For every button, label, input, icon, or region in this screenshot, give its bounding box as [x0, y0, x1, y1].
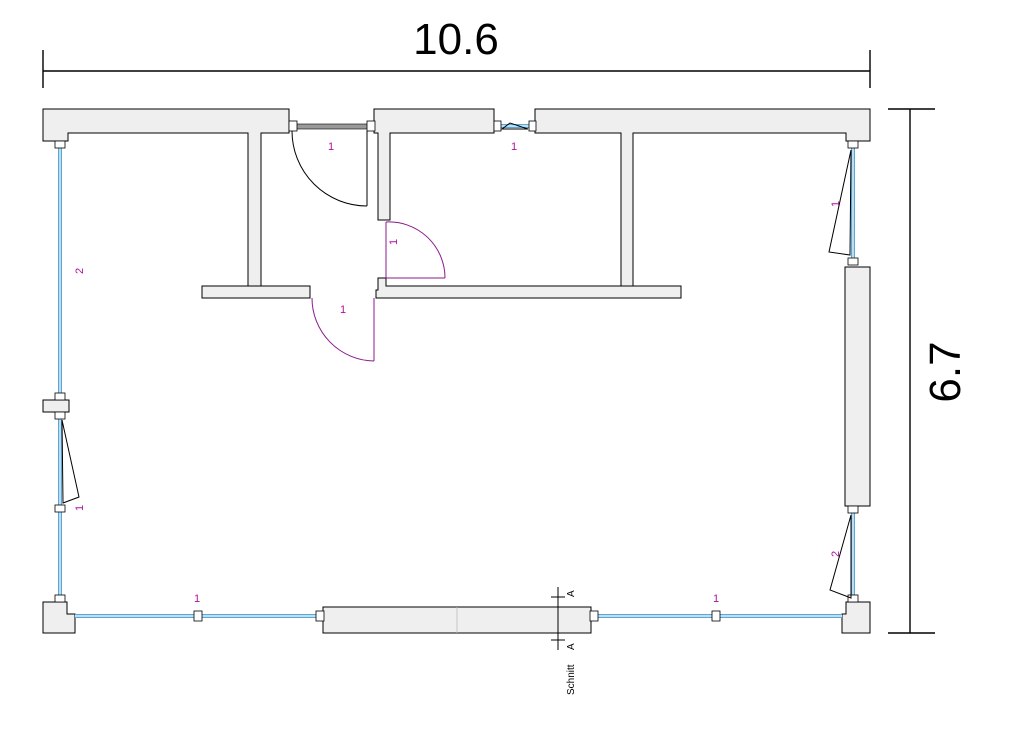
tag-right-window-upper: 1: [830, 201, 842, 207]
wall-top-middle: [373, 108, 495, 221]
height-dimension-label: 6.7: [921, 341, 970, 402]
tag-left-window-upper: 2: [74, 268, 86, 274]
wall-interior-left: [201, 285, 311, 299]
section-mark-top: A: [566, 590, 577, 597]
wall-left-pier: [42, 399, 70, 413]
section-label: Schnitt: [566, 664, 577, 695]
section-mark-bottom: A: [566, 643, 577, 650]
door-top-entry: [291, 130, 368, 207]
wall-corner-bottom-left: [42, 601, 76, 634]
door-inner-lower: [311, 297, 375, 362]
wall-top-left: [42, 108, 290, 287]
tag-inner-door-lower: 1: [340, 304, 346, 316]
wall-top-right: [534, 108, 871, 287]
tag-inner-door-right: 1: [388, 239, 400, 245]
doors: [291, 130, 446, 362]
window-top: [493, 120, 537, 132]
tag-top-door: 1: [328, 141, 334, 153]
wall-corner-bottom-right: [841, 601, 871, 634]
windows: [54, 120, 859, 622]
window-bottom-left: [75, 610, 325, 622]
width-dimension-label: 10.6: [413, 15, 499, 64]
door-inner-right: [385, 221, 446, 279]
window-left-upper: [54, 140, 66, 401]
section-marker: A A Schnitt: [551, 587, 577, 695]
walls: [42, 108, 871, 634]
top-opening-bar: [295, 123, 369, 130]
tag-bottom-window-left: 1: [194, 593, 200, 605]
width-dimension: 10.6: [42, 15, 871, 88]
tag-left-window-lower: 1: [74, 505, 86, 511]
window-bottom-right: [589, 610, 842, 622]
element-tags: 1 1 1 1 2 1 1 2 1 1: [74, 141, 842, 605]
window-right-lower: [829, 505, 859, 603]
tag-bottom-window-right: 1: [713, 593, 719, 605]
tag-right-window-lower: 2: [830, 551, 842, 557]
window-left-lower: [54, 411, 80, 603]
wall-interior-right: [375, 277, 682, 299]
window-right-upper: [828, 140, 859, 266]
height-dimension: 6.7: [888, 108, 970, 634]
wall-right-middle: [844, 266, 871, 507]
tag-top-window: 1: [511, 141, 517, 153]
